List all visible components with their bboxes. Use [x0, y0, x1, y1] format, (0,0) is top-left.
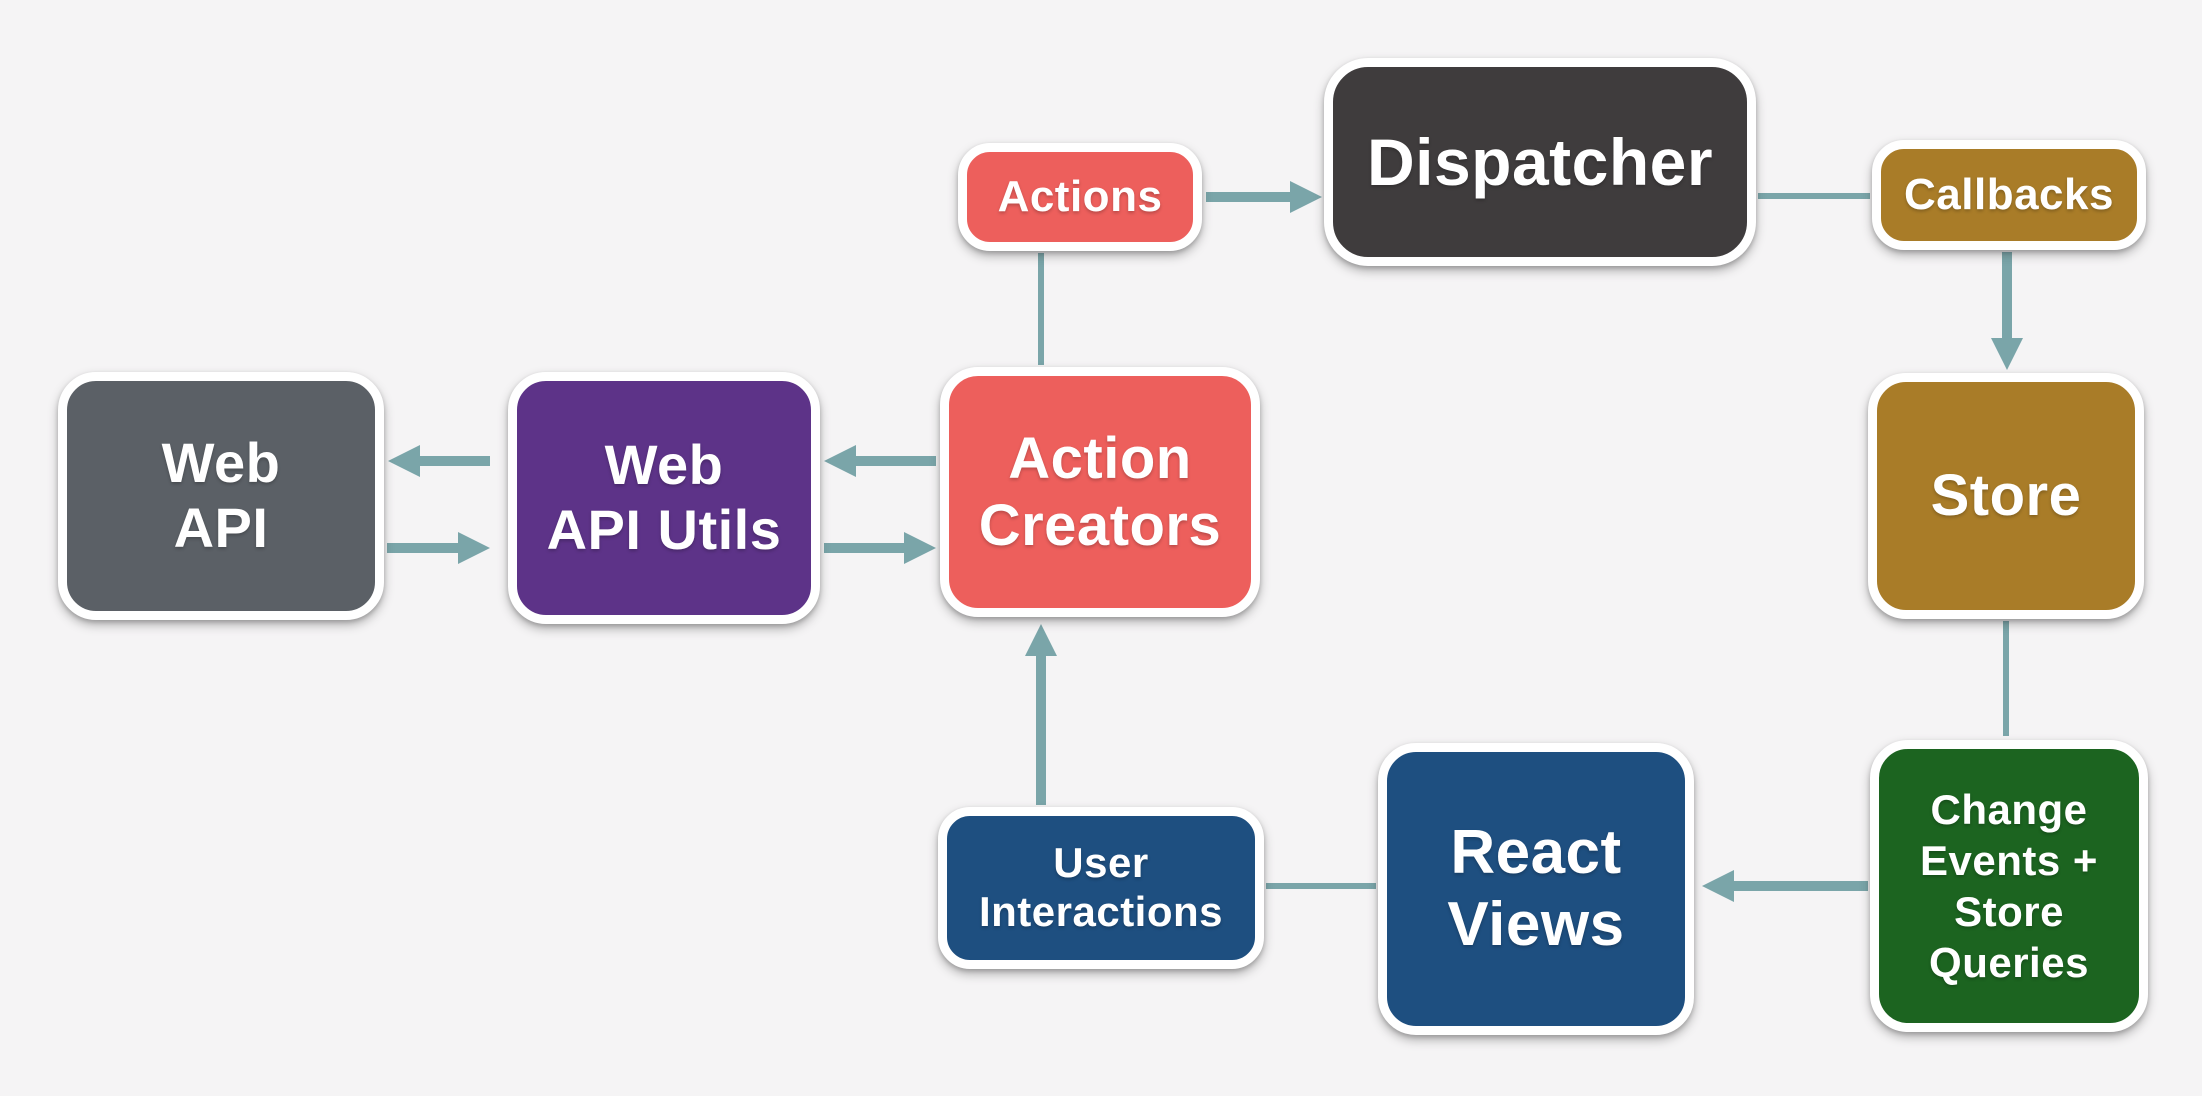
node-user-interactions-label: User Interactions: [978, 839, 1224, 935]
node-action-creators-label: Action Creators: [978, 425, 1222, 558]
node-web-api-label: Web API: [161, 431, 281, 559]
node-store: Store: [1868, 373, 2144, 619]
node-change-events-store-queries: Change Events + Store Queries: [1870, 740, 2148, 1032]
node-user-interactions: User Interactions: [938, 807, 1264, 969]
edge-user-interactions-to-action-creators: [1025, 624, 1057, 805]
edge-callbacks-to-store: [1991, 252, 2023, 370]
node-change-events-label: Change Events + Store Queries: [1920, 785, 2098, 987]
node-web-api: Web API: [58, 372, 384, 620]
node-callbacks-label: Callbacks: [1904, 170, 2114, 220]
edge-change-events-to-react-views: [1702, 870, 1868, 902]
edge-web-api-utils-to-action-creators: [824, 532, 936, 564]
node-web-api-utils-label: Web API Utils: [546, 433, 782, 561]
node-action-creators: Action Creators: [940, 367, 1260, 617]
node-react-views: React Views: [1378, 743, 1694, 1035]
node-store-label: Store: [1930, 463, 2082, 529]
edge-actions-to-dispatcher: [1206, 181, 1322, 213]
node-dispatcher-label: Dispatcher: [1366, 124, 1714, 199]
node-dispatcher: Dispatcher: [1324, 58, 1756, 266]
edge-action-creators-to-web-api-utils: [824, 445, 936, 477]
node-web-api-utils: Web API Utils: [508, 372, 820, 624]
edge-web-api-utils-to-web-api: [388, 445, 490, 477]
edge-web-api-to-web-api-utils: [387, 532, 490, 564]
node-actions-label: Actions: [997, 172, 1163, 222]
node-actions: Actions: [958, 143, 1202, 251]
node-callbacks: Callbacks: [1872, 140, 2146, 250]
node-react-views-label: React Views: [1447, 818, 1625, 959]
